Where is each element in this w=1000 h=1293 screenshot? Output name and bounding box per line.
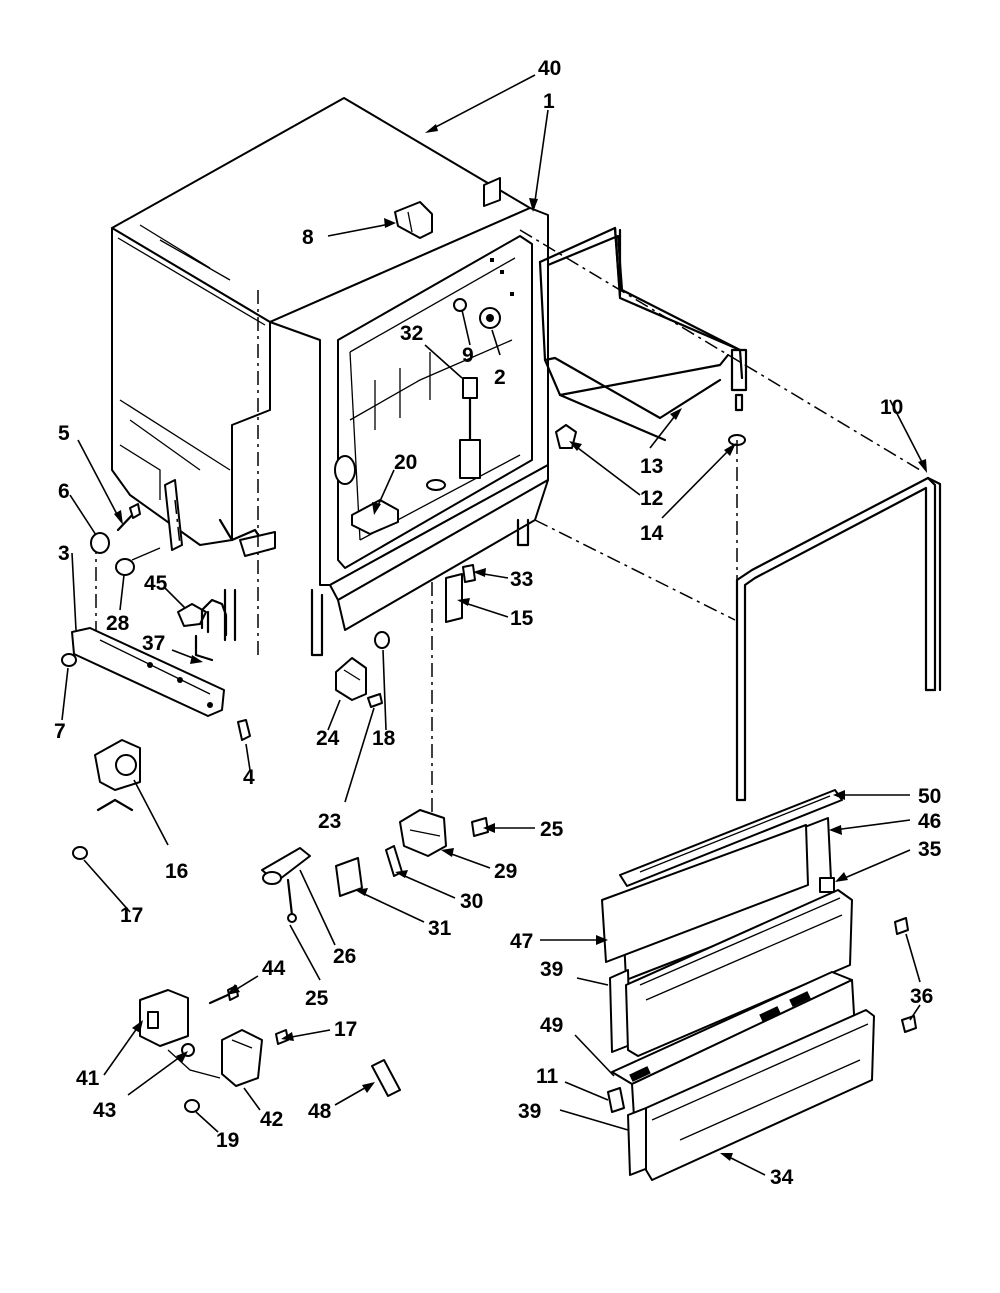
callout-7: 7 (54, 720, 66, 743)
callout-30: 30 (460, 890, 483, 913)
callout-35: 35 (918, 838, 942, 861)
part-5-screw (116, 503, 141, 532)
callout-6: 6 (58, 480, 70, 503)
callout-40: 40 (538, 57, 561, 80)
part-19-screw (184, 1099, 200, 1113)
callout-18: 18 (372, 727, 396, 750)
callout-17-b: 17 (334, 1018, 357, 1041)
callout-39-a: 39 (540, 958, 563, 981)
callout-26: 26 (333, 945, 356, 968)
callout-49: 49 (540, 1014, 563, 1037)
callout-45: 45 (144, 572, 168, 595)
callout-16: 16 (165, 860, 188, 883)
callout-4: 4 (243, 766, 255, 789)
part-33-clip (462, 564, 476, 583)
part-48-clip (371, 1059, 401, 1097)
callout-8: 8 (302, 226, 314, 249)
callout-50: 50 (918, 785, 941, 808)
part-23-screw (367, 693, 383, 708)
part-41-bracket (139, 989, 189, 1047)
part-36-screw-a (894, 917, 909, 935)
part-3-bracket (71, 627, 225, 717)
callout-5: 5 (58, 422, 70, 445)
part-28-cap (115, 547, 161, 576)
part-7-screw (61, 653, 77, 667)
callout-47: 47 (510, 930, 533, 953)
callout-10: 10 (880, 396, 903, 419)
part-31-plate (335, 857, 363, 897)
callout-33: 33 (510, 568, 533, 591)
part-6-grommet (90, 532, 110, 554)
part-18-grommet (374, 631, 390, 649)
callout-17-a: 17 (120, 904, 143, 927)
callout-20: 20 (394, 451, 417, 474)
part-35-bracket (625, 877, 853, 1057)
part-24-switch (335, 657, 367, 701)
part-41-42-link (167, 1049, 221, 1079)
callout-25-a: 25 (540, 818, 564, 841)
callout-42: 42 (260, 1108, 283, 1131)
callout-23: 23 (318, 810, 341, 833)
part-50-panel-strip (619, 789, 843, 887)
part-25-screw-b (286, 878, 297, 923)
part-29-switch-assembly (399, 809, 447, 857)
callout-19: 19 (216, 1129, 239, 1152)
callout-43: 43 (93, 1099, 116, 1122)
callout-34: 34 (770, 1166, 794, 1189)
callout-48: 48 (308, 1100, 332, 1123)
callout-46: 46 (918, 810, 941, 833)
callout-32: 32 (400, 322, 423, 345)
callout-3: 3 (58, 542, 70, 565)
part-34-kick-plate (645, 1009, 875, 1181)
callout-24: 24 (316, 727, 340, 750)
part-25-screw-a (471, 817, 489, 837)
callout-14: 14 (640, 522, 664, 545)
callout-31: 31 (428, 917, 452, 940)
callout-15: 15 (510, 607, 534, 630)
part-8-bracket (394, 201, 433, 239)
part-4-foot (237, 719, 251, 741)
part-9-screw (453, 298, 467, 312)
callout-11: 11 (536, 1065, 559, 1088)
callout-1: 1 (543, 90, 555, 113)
part-2-fill-inlet (479, 258, 514, 329)
callout-44: 44 (262, 957, 286, 980)
callout-2: 2 (494, 366, 506, 389)
part-26-switch (261, 847, 311, 885)
leader-lines (61, 74, 927, 1176)
callout-12: 12 (640, 487, 663, 510)
callout-25-b: 25 (305, 987, 329, 1010)
part-15-sleeve (445, 573, 463, 623)
callout-28: 28 (106, 612, 130, 635)
part-36-screw-b (901, 1015, 917, 1033)
part-42-bracket (221, 1029, 263, 1087)
callout-labels: 40 1 8 32 9 2 10 5 6 3 28 45 37 7 20 13 … (54, 57, 942, 1189)
part-37-hose (194, 598, 228, 662)
callout-9: 9 (462, 344, 474, 367)
callout-41: 41 (76, 1067, 100, 1090)
part-11-clip (607, 1087, 625, 1113)
callout-13: 13 (640, 455, 663, 478)
construction-lines (95, 229, 921, 812)
part-17-screw-a (72, 846, 88, 860)
callout-37: 37 (142, 632, 165, 655)
part-32-float (459, 377, 481, 479)
part-13-rack-frame (538, 226, 748, 442)
part-16-valve (94, 739, 141, 812)
callout-36: 36 (910, 985, 933, 1008)
part-10-u-rail (735, 476, 942, 802)
callout-29: 29 (494, 860, 517, 883)
callout-39-b: 39 (518, 1100, 541, 1123)
